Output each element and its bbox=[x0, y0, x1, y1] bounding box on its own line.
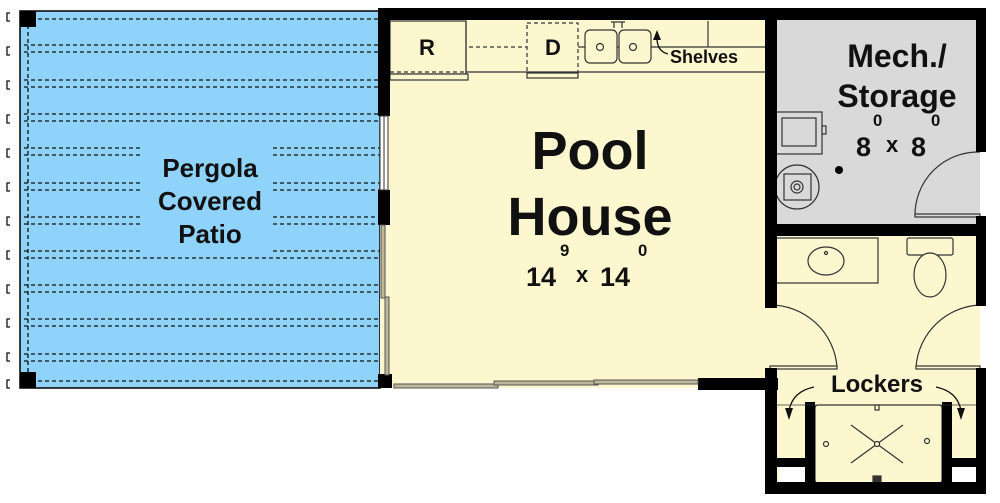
refrigerator-label: R bbox=[419, 35, 435, 60]
window-left bbox=[379, 115, 389, 191]
locker-niche-left bbox=[779, 467, 805, 482]
mech-dim-depth: 8 bbox=[911, 132, 927, 162]
dishwasher-label: D bbox=[545, 35, 561, 60]
bath-door-right bbox=[915, 304, 981, 370]
mech-dimensions: 8 0 x 8 0 bbox=[856, 112, 956, 162]
vanity bbox=[774, 237, 879, 284]
hvac-unit bbox=[774, 164, 820, 210]
dim-width-inches: 9 bbox=[560, 241, 570, 260]
shower bbox=[814, 404, 943, 484]
kitchen-counter bbox=[389, 20, 770, 81]
sliding-door-left bbox=[380, 224, 390, 376]
bath-door-left bbox=[769, 304, 838, 370]
dim-depth: 14 bbox=[600, 262, 631, 292]
mech-label-line1: Mech./ bbox=[847, 38, 947, 74]
pergola-patio bbox=[6, 10, 381, 389]
toilet bbox=[906, 237, 954, 298]
mech-dim-x: x bbox=[886, 132, 899, 157]
walls bbox=[378, 8, 986, 494]
mech-label-line2: Storage bbox=[837, 78, 957, 114]
pergola-beams bbox=[24, 18, 380, 382]
pool-house-label-line2: House bbox=[507, 187, 673, 247]
post bbox=[20, 372, 36, 388]
mech-dim-width-inches: 0 bbox=[873, 111, 883, 130]
patio-label-line1: Pergola bbox=[162, 153, 258, 183]
dim-x: x bbox=[576, 262, 589, 287]
patio-label: Pergola Covered Patio bbox=[130, 152, 290, 251]
locker-niche-right bbox=[952, 467, 976, 482]
mech-label: Mech./ Storage bbox=[822, 36, 972, 116]
mech-dim-width: 8 bbox=[856, 132, 872, 162]
shelves-arrow bbox=[653, 30, 669, 55]
pool-house-label: Pool House bbox=[480, 118, 700, 250]
pool-house-label-line1: Pool bbox=[531, 121, 649, 181]
mech-dim-depth-inches: 0 bbox=[931, 111, 941, 130]
lockers-label: Lockers bbox=[830, 371, 924, 398]
mech-door bbox=[914, 151, 981, 218]
floor-drain bbox=[835, 166, 843, 174]
beam-ends bbox=[6, 12, 10, 389]
sliding-door-bottom bbox=[393, 379, 699, 389]
post bbox=[20, 11, 36, 27]
water-heater bbox=[775, 111, 827, 155]
dim-width: 14 bbox=[526, 262, 557, 292]
patio-label-line2: Covered bbox=[157, 186, 263, 216]
locker-arrows bbox=[788, 386, 962, 411]
pool-house-dimensions: 14 9 x 14 0 bbox=[526, 242, 647, 292]
shelves-label: Shelves bbox=[670, 47, 739, 67]
dim-depth-inches: 0 bbox=[638, 241, 648, 260]
patio-label-line3: Patio bbox=[178, 219, 242, 249]
